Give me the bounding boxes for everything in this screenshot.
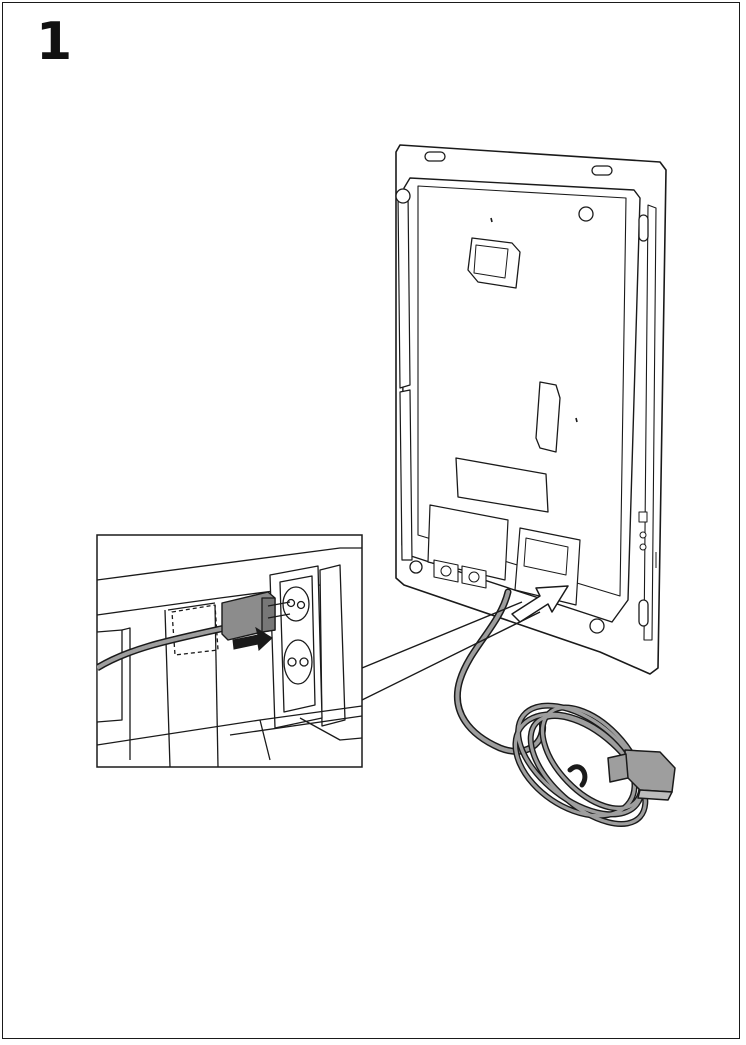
back-panel-icon: [395, 144, 667, 675]
callout-lines: [361, 601, 541, 701]
push-arrow-icon: [232, 626, 273, 651]
power-cable-icon: [453, 588, 649, 827]
plug-socket-detail-icon: [96, 534, 363, 768]
callout-arrow-icon: [511, 585, 569, 623]
cable-plug-icon: [607, 749, 676, 801]
step-number: 1: [36, 12, 73, 72]
